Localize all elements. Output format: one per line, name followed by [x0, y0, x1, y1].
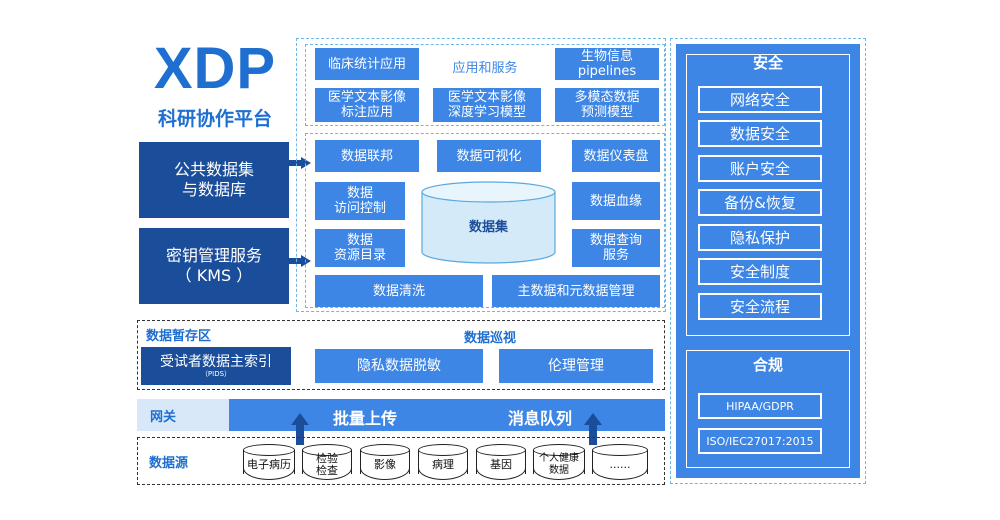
compliance-title: 合规	[752, 356, 783, 374]
kms-box: 密钥管理服务 （ KMS ）	[139, 228, 289, 304]
security-process: 安全流程	[698, 293, 822, 320]
app-annotation: 医学文本影像 标注应用	[315, 88, 419, 122]
patrol-title: 数据巡视	[463, 331, 516, 346]
data-visualization: 数据可视化	[437, 140, 541, 172]
privacy-deidentification: 隐私数据脱敏	[315, 349, 483, 383]
account-security: 账户安全	[698, 155, 822, 182]
app-multimodal-prediction: 多模态数据 预测模型	[555, 88, 659, 122]
pids-box: 受试者数据主索引 （PIDS）	[141, 347, 291, 385]
public-datasets-box: 公共数据集 与数据库	[139, 142, 289, 218]
backup-recovery: 备份&恢复	[698, 189, 822, 216]
sources-region	[137, 437, 665, 485]
source-lab-exam: 检验 检查	[302, 444, 352, 480]
security-region-outline	[670, 38, 866, 484]
data-catalog: 数据 资源目录	[315, 229, 405, 267]
data-lineage: 数据血缘	[572, 182, 660, 220]
apps-region	[305, 44, 665, 126]
data-dashboard: 数据仪表盘	[572, 140, 660, 172]
iso-iec-27017: ISO/IEC27017:2015	[698, 428, 822, 454]
dataset-label: 数据集	[468, 220, 508, 235]
sources-title: 数据源	[149, 456, 189, 471]
source-pathology: 病理	[418, 444, 468, 480]
staging-title: 数据暂存区	[146, 329, 212, 344]
compliance-box	[686, 350, 850, 468]
source-genomics: 基因	[476, 444, 526, 480]
source-personal-health: 个人健康 数据	[533, 444, 585, 480]
data-hub-region	[305, 133, 665, 308]
network-security: 网络安全	[698, 86, 822, 113]
app-bioinfo-pipelines: 生物信息 pipelines	[555, 48, 659, 80]
source-more: ......	[592, 444, 648, 480]
logo: XDP	[153, 36, 277, 101]
batch-upload: 批量上传	[332, 409, 397, 428]
upload-arrow	[291, 413, 309, 445]
security-box	[686, 54, 850, 336]
security-policy: 安全制度	[698, 258, 822, 285]
privacy-protection: 隐私保护	[698, 224, 822, 251]
source-emr: 电子病历	[243, 444, 295, 480]
data-access-control: 数据 访问控制	[315, 182, 405, 220]
data-security: 数据安全	[698, 120, 822, 147]
app-deep-learning: 医学文本影像 深度学习模型	[433, 88, 541, 122]
arrow-datasets	[289, 157, 311, 169]
gateway-title: 网关	[150, 410, 177, 425]
message-queue: 消息队列	[507, 409, 572, 428]
ethics-management: 伦理管理	[499, 349, 653, 383]
data-cleaning: 数据清洗	[315, 275, 483, 307]
staging-region	[137, 320, 665, 390]
pids-note: （PIDS）	[200, 369, 232, 378]
master-metadata-management: 主数据和元数据管理	[492, 275, 660, 307]
data-federation: 数据联邦	[315, 140, 419, 172]
pids-label: 受试者数据主索引	[160, 353, 272, 370]
app-clinical-stats: 临床统计应用	[315, 48, 419, 80]
hipaa-gdpr: HIPAA/GDPR	[698, 393, 822, 419]
platform-subtitle: 科研协作平台	[157, 108, 272, 130]
security-title: 安全	[752, 54, 783, 72]
arrow-kms	[289, 255, 311, 267]
apps-title: 应用和服务	[452, 61, 518, 76]
dataset-cylinder: 数据集	[421, 181, 556, 265]
source-imaging: 影像	[360, 444, 410, 480]
queue-arrow	[584, 413, 602, 445]
data-query-service: 数据查询 服务	[572, 229, 660, 267]
platform-region	[296, 38, 666, 312]
gateway-title-bg	[137, 399, 229, 431]
